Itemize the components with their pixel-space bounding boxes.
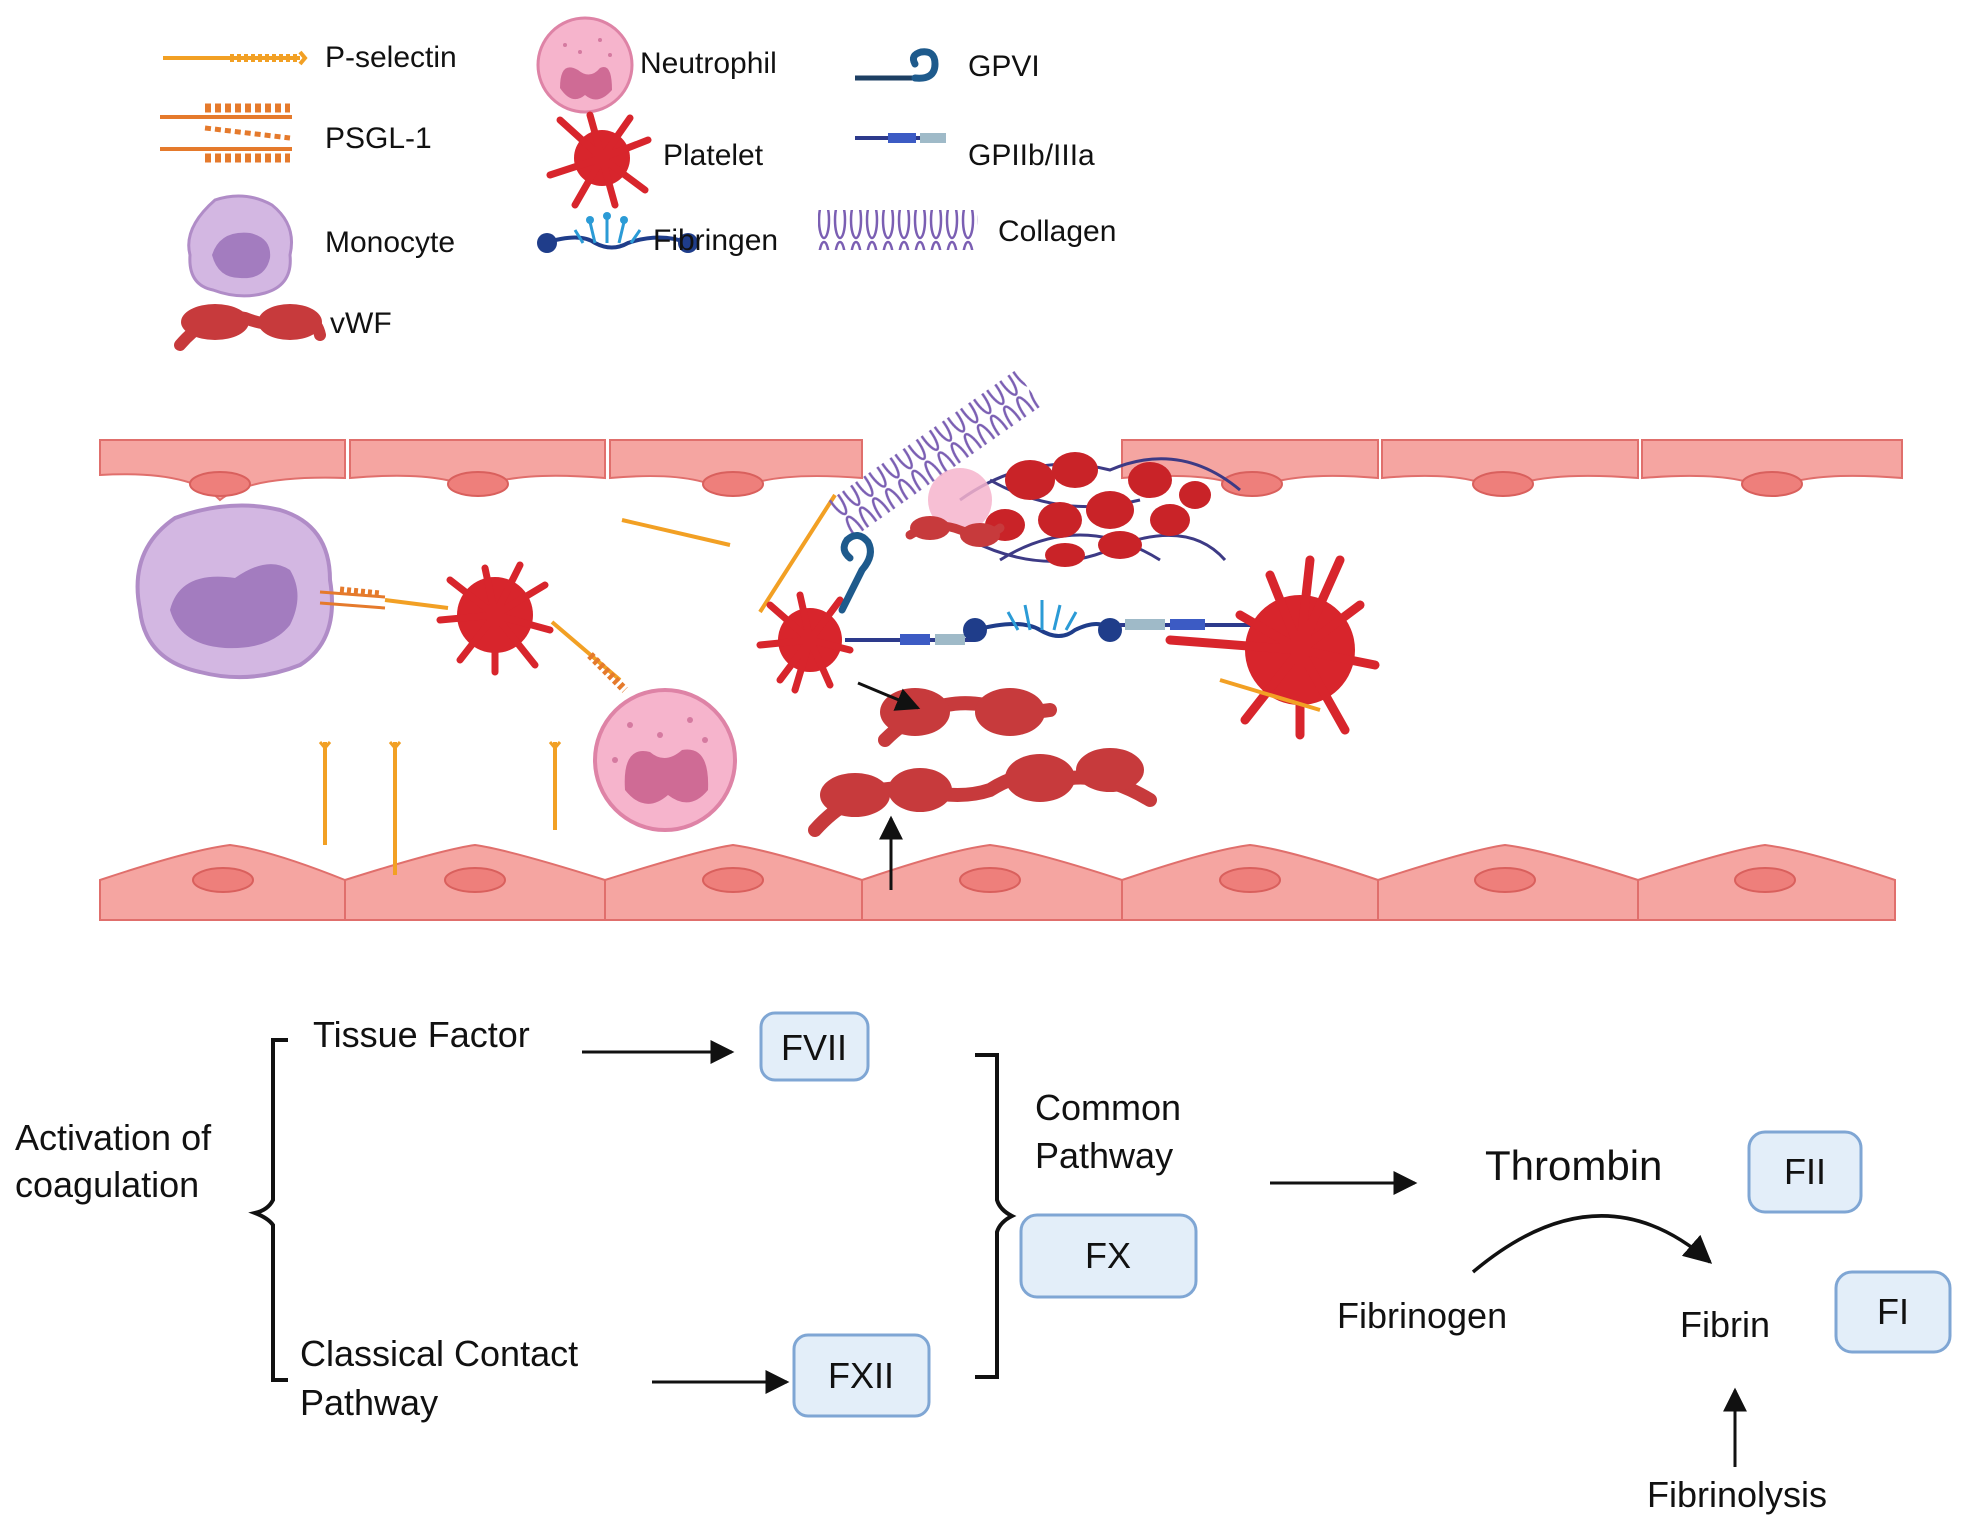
monocyte-label: Monocyte [325, 226, 455, 259]
vwf-small [905, 516, 1005, 547]
right-brace [975, 1053, 1017, 1379]
legend: P-selectin PSGL-1 Monocyte vWF [160, 16, 1116, 351]
monocyte-legend-icon [187, 194, 293, 298]
thrombus [928, 452, 1241, 567]
fvii-box [759, 1011, 870, 1082]
common-pathway-line1: Common [1035, 1087, 1181, 1128]
activation-label-line1: Activation of [15, 1117, 212, 1158]
blood-vessel [99, 370, 1903, 921]
bottom-endothelium [99, 843, 1896, 921]
fibrinogen-icon-label: Fibringen [653, 224, 778, 257]
vwf-label: vWF [330, 307, 392, 340]
neutrophil-label: Neutrophil [640, 47, 777, 80]
neutrophil-cell [593, 688, 737, 832]
top-endothelium [99, 439, 1903, 502]
fi-box [1834, 1270, 1952, 1354]
fibrinogen-legend-icon [537, 212, 698, 253]
fii-box [1747, 1130, 1863, 1214]
collagen-legend-icon [818, 210, 978, 250]
fvii-label: FVII [781, 1027, 847, 1068]
platelet-cell-collagen [756, 532, 874, 694]
gpvi-legend-icon [855, 48, 939, 82]
fxii-label: FXII [828, 1355, 894, 1396]
fx-box [1019, 1213, 1198, 1299]
vwf-multimer [808, 688, 1157, 837]
platelet-cell-left [436, 561, 554, 676]
platelet-label: Platelet [663, 139, 764, 172]
fibrinogen-label: Fibrinogen [1337, 1295, 1507, 1336]
gpiib-iiia-label: GPIIb/IIIa [968, 139, 1095, 172]
coagulation-cascade: Activation of coagulation Tissue Factor … [15, 1011, 1952, 1515]
fx-label: FX [1085, 1235, 1131, 1276]
psgl1-bond-neutrophil [550, 620, 628, 693]
p-selectin-legend-icon [163, 50, 308, 66]
fii-label: FII [1784, 1151, 1826, 1192]
vessel-arrow-right [857, 681, 921, 711]
fibrinogen-to-fibrin-arrow [1471, 1214, 1713, 1274]
common-pathway-line2: Pathway [1035, 1135, 1173, 1176]
fibrinolysis-label: Fibrinolysis [1647, 1474, 1827, 1515]
fxii-box [792, 1333, 931, 1418]
psgl1-legend-icon [160, 103, 292, 163]
platelet-cell-right [1165, 555, 1380, 740]
platelet-legend-icon [546, 111, 652, 209]
monocyte-cell [135, 503, 334, 680]
classical-label-line1: Classical Contact [300, 1333, 578, 1374]
gpiib-iiia-legend-icon [855, 133, 946, 143]
neutrophil-legend-icon [536, 16, 634, 114]
thrombin-label: Thrombin [1485, 1142, 1662, 1189]
p-selectin-free [318, 493, 837, 875]
fibrin-label: Fibrin [1680, 1304, 1770, 1345]
p-selectin-label: P-selectin [325, 41, 457, 74]
psgl1-label: PSGL-1 [325, 122, 432, 155]
vwf-legend-icon [174, 304, 326, 351]
tissue-factor-label: Tissue Factor [313, 1014, 530, 1055]
gpvi-label: GPVI [968, 50, 1040, 83]
classical-label-line2: Pathway [300, 1382, 438, 1423]
activation-label-line2: coagulation [15, 1164, 199, 1205]
psgl1-bond-monocyte [319, 586, 449, 610]
fi-label: FI [1877, 1291, 1909, 1332]
collagen-label: Collagen [998, 215, 1116, 248]
collagen-fiber [827, 370, 1042, 539]
gpiib-iiia-fibrinogen-bridge [845, 600, 1260, 645]
left-brace [248, 1038, 288, 1382]
